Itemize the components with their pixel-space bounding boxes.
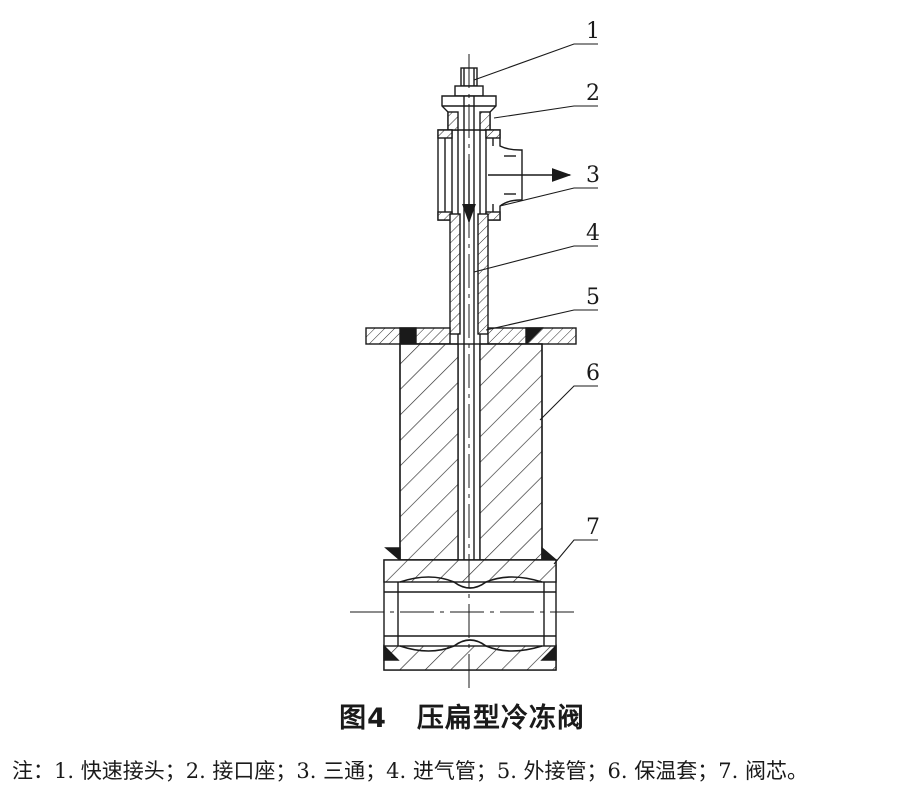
valve-diagram: 1 2 3 4 5 6 7 — [350, 19, 600, 690]
insulation-jacket — [384, 343, 558, 562]
valve-core — [383, 559, 557, 671]
flange-plate — [365, 327, 577, 346]
leader-lines — [473, 43, 598, 565]
figure-title: 压扁型冷冻阀 — [416, 703, 585, 734]
callout-2: 2 — [586, 81, 600, 106]
outer-pipe — [449, 213, 489, 335]
figure-caption: 图4 压扁型冷冻阀 — [0, 696, 924, 735]
figure-note: 注：1. 快速接头；2. 接口座；3. 三通；4. 进气管；5. 外接管；6. … — [12, 759, 808, 783]
callout-4: 4 — [586, 221, 600, 246]
figure-number: 图4 — [339, 703, 387, 734]
callout-1: 1 — [586, 19, 600, 44]
callout-7: 7 — [586, 515, 600, 540]
callout-6: 6 — [586, 361, 600, 386]
callout-5: 5 — [586, 285, 600, 310]
callout-3: 3 — [586, 163, 600, 188]
